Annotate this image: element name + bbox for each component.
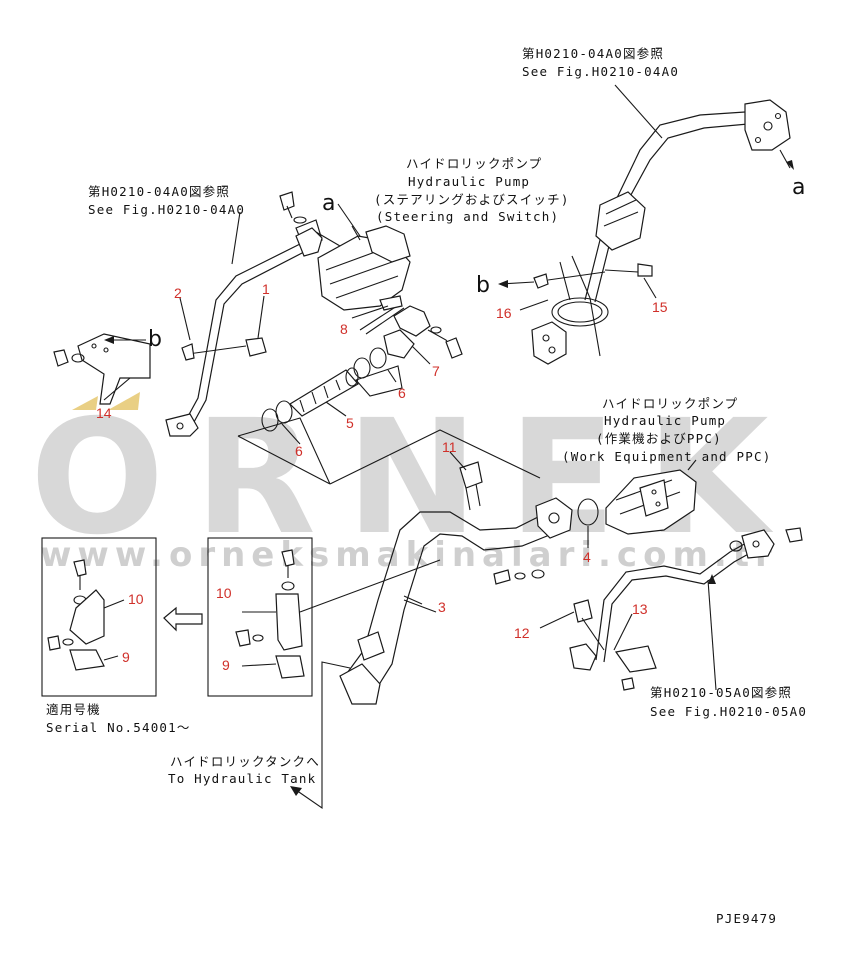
suction-pipe-upper-right	[498, 84, 794, 365]
callout-5: 5	[346, 415, 354, 431]
pump-work-sub-jp: (作業機およびPPC)	[596, 431, 722, 446]
callout-6-upper: 6	[398, 385, 406, 401]
pump-work-jp: ハイドロリックポンプ	[602, 396, 738, 411]
watermark-logo-mark	[72, 396, 98, 410]
tank-jp: ハイドロリックタンクへ	[170, 754, 320, 769]
callout-4: 4	[583, 549, 591, 565]
watermark-url: www.orneksmakinalari.com.tr	[40, 535, 778, 575]
reference-labels: 第H0210-04A0図参照 See Fig.H0210-04A0 第H0210…	[88, 46, 807, 719]
tube-left	[53, 211, 323, 437]
ref-05a0-en: See Fig.H0210-05A0	[650, 704, 807, 719]
letter-b-left: b	[148, 327, 162, 352]
ref-04a0-left-en: See Fig.H0210-04A0	[88, 202, 245, 217]
drawing-code: PJE9479	[716, 911, 777, 926]
serial-jp: 適用号機	[46, 702, 101, 717]
callout-2: 2	[174, 285, 182, 301]
callout-16: 16	[496, 305, 512, 321]
callout-11: 11	[442, 439, 457, 455]
callout-numbers: 1 2 3 4 5 6 6 7 8 9 9 10 10 11 12 13 14 …	[96, 281, 668, 673]
tube-right	[569, 527, 803, 691]
callout-1: 1	[262, 281, 270, 297]
callout-14: 14	[96, 405, 112, 421]
letter-a-pump: a	[322, 191, 335, 216]
tank-leader	[290, 661, 351, 810]
callout-6-lower: 6	[295, 443, 303, 459]
pump-steering-labels: ハイドロリックポンプ Hydraulic Pump (ステアリングおよびスイッチ…	[374, 156, 570, 224]
pump-work	[605, 459, 697, 535]
letter-a-pipe: a	[792, 175, 805, 200]
pump-steering-sub-en: (Steering and Switch)	[376, 209, 559, 224]
serial-en: Serial No.54001〜	[46, 720, 191, 735]
callout-10-new: 10	[128, 591, 144, 607]
callout-15: 15	[652, 299, 668, 315]
watermark-logo-mark	[108, 392, 140, 410]
callout-8: 8	[340, 321, 348, 337]
detail-box-old	[207, 537, 313, 697]
callout-9-old: 9	[222, 657, 230, 673]
pump-work-sub-en: (Work Equipment and PPC)	[562, 449, 771, 464]
pump-work-labels: ハイドロリックポンプ Hydraulic Pump (作業機およびPPC) (W…	[562, 396, 771, 464]
pump-steering-sub-jp: (ステアリングおよびスイッチ)	[374, 192, 570, 207]
callout-7: 7	[432, 363, 440, 379]
callout-9-new: 9	[122, 649, 130, 665]
letter-b-right: b	[476, 273, 490, 298]
callout-13: 13	[632, 601, 648, 617]
callout-12: 12	[514, 625, 530, 641]
pump-work-en: Hydraulic Pump	[604, 413, 726, 428]
pump-steering-jp: ハイドロリックポンプ	[406, 156, 542, 171]
serial-detail	[41, 537, 441, 697]
tank-labels: ハイドロリックタンクへ To Hydraulic Tank	[168, 754, 320, 786]
detail-box-new	[41, 537, 157, 697]
connection-letters: a a b b	[148, 175, 805, 352]
serial-labels: 適用号機 Serial No.54001〜	[46, 702, 191, 735]
ref-05a0-jp: 第H0210-05A0図参照	[650, 685, 792, 700]
pump-steering-en: Hydraulic Pump	[408, 174, 530, 189]
callout-3: 3	[438, 599, 446, 615]
ref-04a0-left-jp: 第H0210-04A0図参照	[88, 184, 230, 199]
callout-leaders	[103, 277, 657, 651]
ref-04a0-top-jp: 第H0210-04A0図参照	[522, 46, 664, 61]
ref-04a0-top-en: See Fig.H0210-04A0	[522, 64, 679, 79]
pipe-3	[339, 461, 599, 705]
callout-10-old: 10	[216, 585, 232, 601]
tank-en: To Hydraulic Tank	[168, 771, 316, 786]
